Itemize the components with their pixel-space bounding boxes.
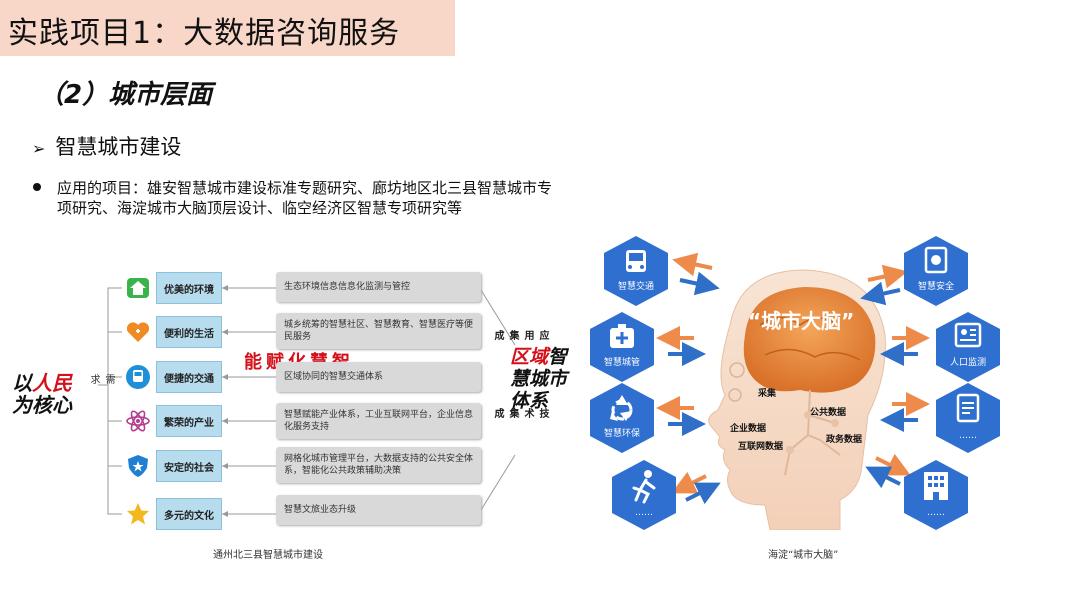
right-diagram: “城市大脑” 采集 公共数据 企业数据 政务数据 互联网数据 [0, 0, 1000, 561]
hex-building-more: …… [904, 460, 968, 530]
row-label-environment: 优美的环境 [156, 272, 222, 304]
hex-smart-traffic: 智慧交通 [604, 236, 668, 306]
hex-document-more: …… [936, 383, 1000, 453]
demand-label: 需求 [88, 374, 114, 384]
gov-data-label: 政务数据 [826, 435, 863, 445]
collect-label: 采集 [758, 389, 777, 399]
row-desc-culture: 智慧文旅业态升级 [276, 495, 481, 525]
shield-star-icon [124, 452, 152, 480]
row-label-traffic: 便捷的交通 [156, 361, 222, 393]
sub-title: （2）城市层面 [38, 80, 213, 110]
row-desc-society: 网格化城市管理平台，大数据支持的公共安全体系，智能化公共政策辅助决策 [276, 447, 481, 483]
city-brain-title: “城市大脑” [748, 309, 855, 333]
row-label-life: 便利的生活 [156, 316, 222, 348]
hex-label: 智慧交通 [617, 282, 654, 292]
section-heading: ➢ 智慧城市建设 [32, 131, 181, 161]
hex-label: 人口监测 [949, 358, 986, 368]
tech-integration-label: 技术集成 [492, 408, 548, 418]
title-banner [0, 0, 455, 56]
hex-smart-security: 智慧安全 [904, 236, 968, 306]
row-label-industry: 繁荣的产业 [156, 405, 222, 437]
left-diagram-caption: 通州北三县智慧城市建设 [213, 550, 323, 561]
house-icon [124, 274, 152, 302]
star-icon [124, 500, 152, 528]
regional-system-label: 区域智慧城市体系 [510, 346, 568, 412]
hex-population-monitoring: 人口监测 [936, 312, 1000, 382]
bullet-text: 应用的项目：雄安智慧城市建设标准专题研究、廊坊地区北三县智慧城市专项研究、海淀城… [57, 179, 553, 217]
row-desc-industry: 智慧赋能产业体系，工业互联网平台，企业信息化服务支持 [276, 403, 481, 439]
row-desc-life: 城乡统筹的智慧社区、智慧教育、智慧医疗等便民服务 [276, 313, 481, 349]
app-integration-label: 应用集成 [492, 330, 548, 340]
public-data-label: 公共数据 [810, 408, 847, 418]
bullet-dot-icon [33, 183, 41, 191]
hex-sports-more: …… [612, 460, 676, 530]
right-diagram-caption: 海淀“城市大脑” [768, 550, 839, 561]
page-title: 实践项目1：大数据咨询服务 [8, 16, 401, 51]
hex-label: 智慧安全 [917, 282, 954, 292]
internet-data-label: 互联网数据 [738, 442, 784, 452]
row-desc-environment: 生态环境信息信息化监测与管控 [276, 272, 481, 302]
row-desc-traffic: 区域协同的智慧交通体系 [276, 362, 481, 392]
section-heading-text: 智慧城市建设 [55, 135, 182, 159]
left-diagram: 以人民 为核心 需求 优美的环境 便利的生活 便捷的交通 繁荣的产业 安定的社会… [0, 0, 567, 561]
hex-label: 智慧城管 [603, 358, 640, 368]
hex-smart-city-management: 智慧城管 [590, 312, 654, 382]
left-diagram-connectors [98, 285, 516, 517]
row-label-society: 安定的社会 [156, 450, 222, 482]
hex-label: …… [959, 431, 977, 441]
train-icon [124, 363, 152, 391]
hex-label: …… [927, 508, 945, 518]
row-label-culture: 多元的文化 [156, 498, 222, 530]
hex-label: …… [635, 508, 653, 518]
hex-smart-environment: 智慧环保 [590, 383, 654, 453]
people-centered-label: 以人民 为核心 [12, 371, 72, 417]
hex-label: 智慧环保 [603, 429, 640, 439]
arrow-bullet-icon: ➢ [32, 139, 46, 158]
heart-plus-icon [124, 318, 152, 346]
enterprise-data-label: 企业数据 [730, 424, 767, 434]
atom-icon [124, 407, 152, 435]
head-brain-illustration [708, 269, 886, 530]
